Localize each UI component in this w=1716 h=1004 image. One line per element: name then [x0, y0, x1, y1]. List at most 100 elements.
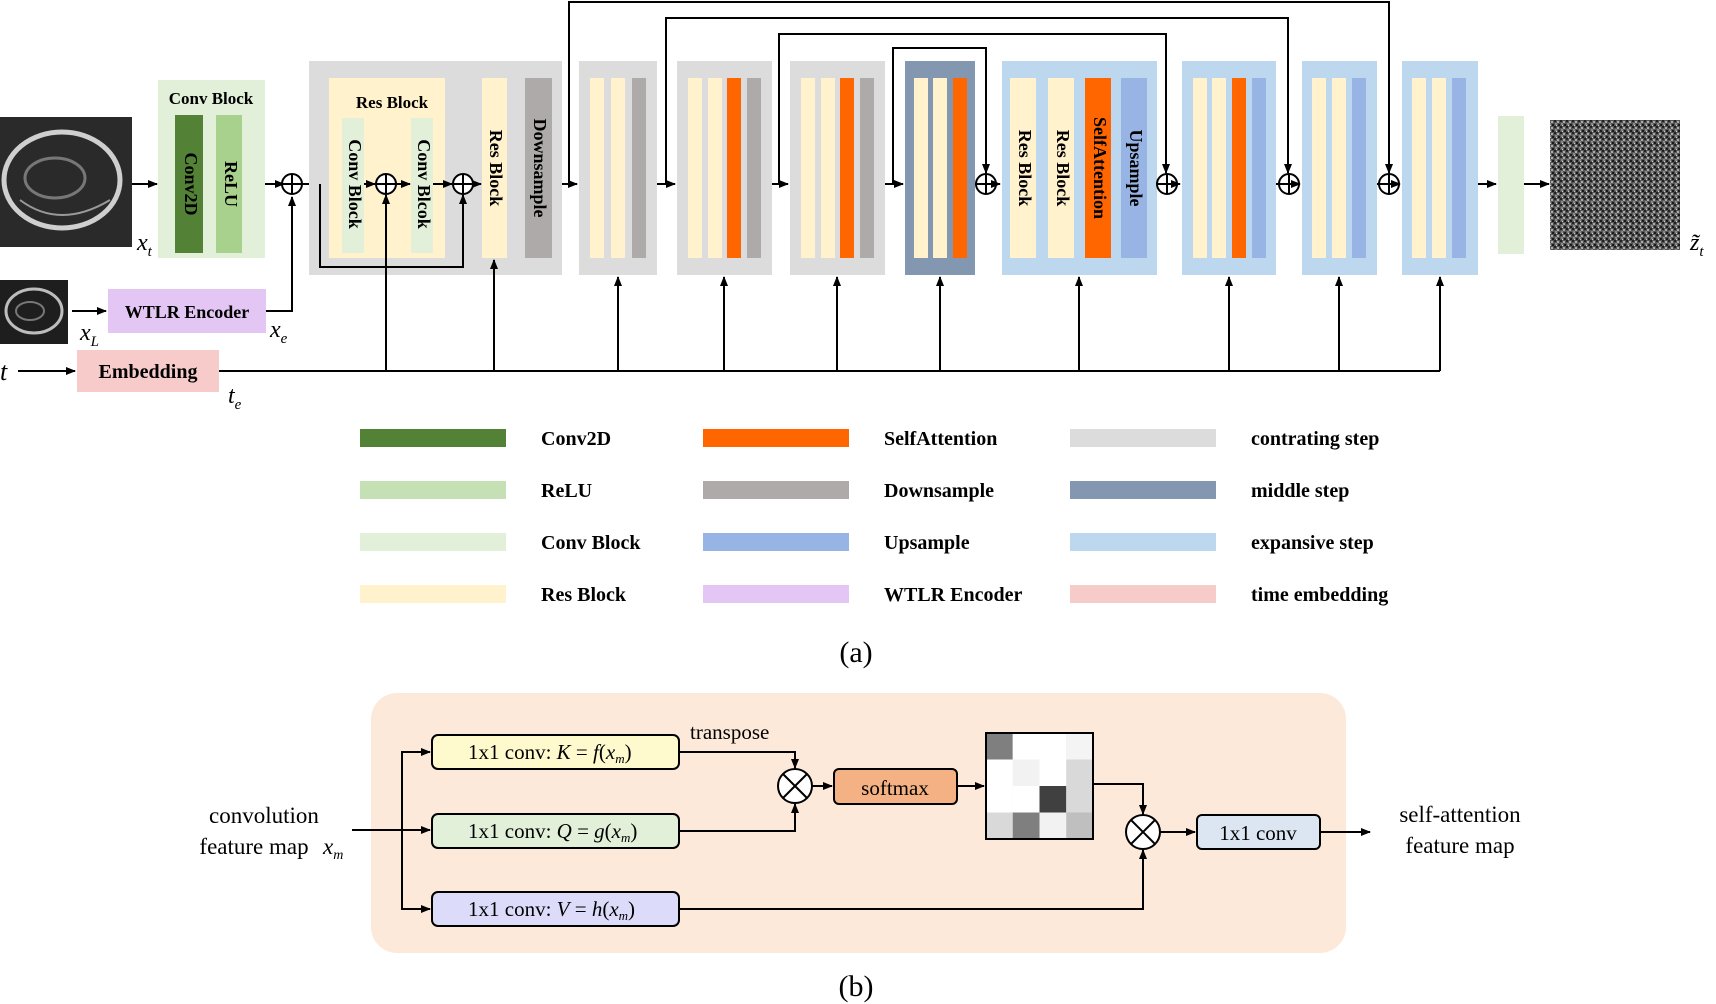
- attention-cell: [1012, 786, 1040, 813]
- res-block-layer: [611, 78, 625, 258]
- conv2d-label: Conv2D: [181, 152, 201, 215]
- res-block-layer: [1332, 78, 1346, 258]
- conv-block-layer-2: [411, 118, 433, 253]
- arrow-icon: [401, 830, 431, 913]
- embedding-box: [77, 350, 219, 392]
- output-label-line1: self-attention: [1399, 802, 1521, 827]
- conv-block-title: Conv Block: [169, 89, 254, 108]
- wtlr-encoder-label: WTLR Encoder: [125, 302, 250, 322]
- sum-icon: [452, 173, 474, 195]
- upsample-layer: [1252, 78, 1266, 258]
- upsample-layer: [1352, 78, 1366, 258]
- legend-label: Conv2D: [541, 428, 611, 450]
- attention-cell: [1039, 733, 1067, 760]
- attention-cell: [986, 733, 1013, 760]
- arrow-icon: [679, 803, 799, 832]
- downsample-layer: [860, 78, 874, 258]
- legend-swatch-res-block: [360, 585, 506, 603]
- noise-image-icon: [1550, 120, 1680, 250]
- sum-icon: [281, 173, 303, 195]
- arrow-icon: [319, 184, 467, 268]
- legend-label: Conv Block: [541, 532, 641, 554]
- output-conv-label: 1x1 conv: [1219, 821, 1297, 845]
- self-attention-layer: [1085, 78, 1111, 258]
- res-block-layer: [1412, 78, 1426, 258]
- self-attention-layer: [727, 78, 741, 258]
- wtlr-encoder-box: [108, 289, 266, 333]
- arrow-icon: [401, 748, 431, 830]
- self-attention-layer: [1232, 78, 1246, 258]
- res-block-layer: [688, 78, 702, 258]
- legend-label: WTLR Encoder: [884, 584, 1022, 606]
- downsample-layer: [747, 78, 761, 258]
- caption-a: (a): [839, 636, 872, 669]
- legend-swatch-conv-block: [360, 533, 506, 551]
- legend-label: Upsample: [884, 532, 970, 554]
- low-res-image-icon: [0, 280, 68, 344]
- transpose-label: transpose: [690, 720, 769, 744]
- res-block-layer: [708, 78, 722, 258]
- res-block-layer: [1212, 78, 1226, 258]
- legend-label: Res Block: [541, 584, 627, 606]
- res-block-layer: [821, 78, 835, 258]
- attention-cell: [1066, 733, 1093, 760]
- skip-connection-1: [568, 1, 1393, 184]
- attention-cell: [1066, 759, 1093, 786]
- attention-cell: [986, 786, 1013, 813]
- legend-swatch-downsample: [703, 481, 849, 499]
- conv2d-layer: [175, 115, 203, 253]
- attention-cell: [1066, 786, 1093, 813]
- attention-cell: [1012, 812, 1040, 839]
- arrow-icon: [1093, 783, 1147, 815]
- upsample-layer: [1452, 78, 1466, 258]
- res-block-layer: [933, 78, 947, 258]
- attention-cell: [1039, 812, 1067, 839]
- legend-label: expansive step: [1251, 532, 1374, 554]
- conv-block-label-1: Conv Block: [345, 139, 365, 229]
- conv-block-layer-1: [342, 118, 364, 253]
- attention-cell: [1012, 733, 1040, 760]
- relu-label: ReLU: [221, 161, 241, 207]
- softmax-label: softmax: [861, 776, 929, 800]
- res-block-layer: [1010, 78, 1036, 258]
- res-block-layer: [801, 78, 815, 258]
- downsample-layer: [632, 78, 646, 258]
- res-block-layer: [1432, 78, 1446, 258]
- legend-label: middle step: [1251, 480, 1349, 502]
- legend-label: time embedding: [1251, 584, 1388, 606]
- query-conv-label: 1x1 conv: Q = g(xm): [468, 819, 637, 845]
- self-attention-label: SelfAttention: [1090, 117, 1110, 219]
- arrow-icon: [679, 751, 799, 769]
- sum-icon: [375, 173, 397, 195]
- conv-block-label-2: Conv Blcok: [414, 139, 434, 229]
- value-conv-label: 1x1 conv: V = h(xm): [468, 897, 635, 923]
- legend-swatch-upsample: [703, 533, 849, 551]
- attention-cell: [1039, 759, 1067, 786]
- attention-map: [986, 733, 1093, 839]
- t-label: t: [0, 357, 8, 386]
- legend-label: ReLU: [541, 480, 592, 502]
- attention-cell: [986, 759, 1013, 786]
- arrow-icon: [679, 849, 1147, 910]
- mid-res-block-label-2: Res Block: [1053, 130, 1073, 207]
- self-attention-layer: [953, 78, 967, 258]
- skip-connection-3: [778, 33, 1170, 184]
- t-e-label: te: [228, 383, 242, 413]
- relu-layer: [216, 115, 242, 253]
- input-label-line1: convolution: [209, 803, 319, 828]
- legend-label: SelfAttention: [884, 428, 997, 450]
- res-block-layer: [914, 78, 928, 258]
- downsample-layer: [525, 78, 552, 258]
- skip-connection-4: [892, 47, 990, 184]
- final-conv-block: [1498, 116, 1524, 254]
- legend-swatch-self-attention: [703, 429, 849, 447]
- caption-b: (b): [839, 970, 874, 1003]
- arrow-icon: [266, 196, 296, 312]
- legend: Conv2D SelfAttention contrating step ReL…: [360, 428, 1388, 606]
- res-block-layer: [590, 78, 604, 258]
- attention-cell: [1066, 812, 1093, 839]
- input-label-line2: feature map: [199, 834, 308, 859]
- mid-res-block-label-1: Res Block: [1015, 130, 1035, 207]
